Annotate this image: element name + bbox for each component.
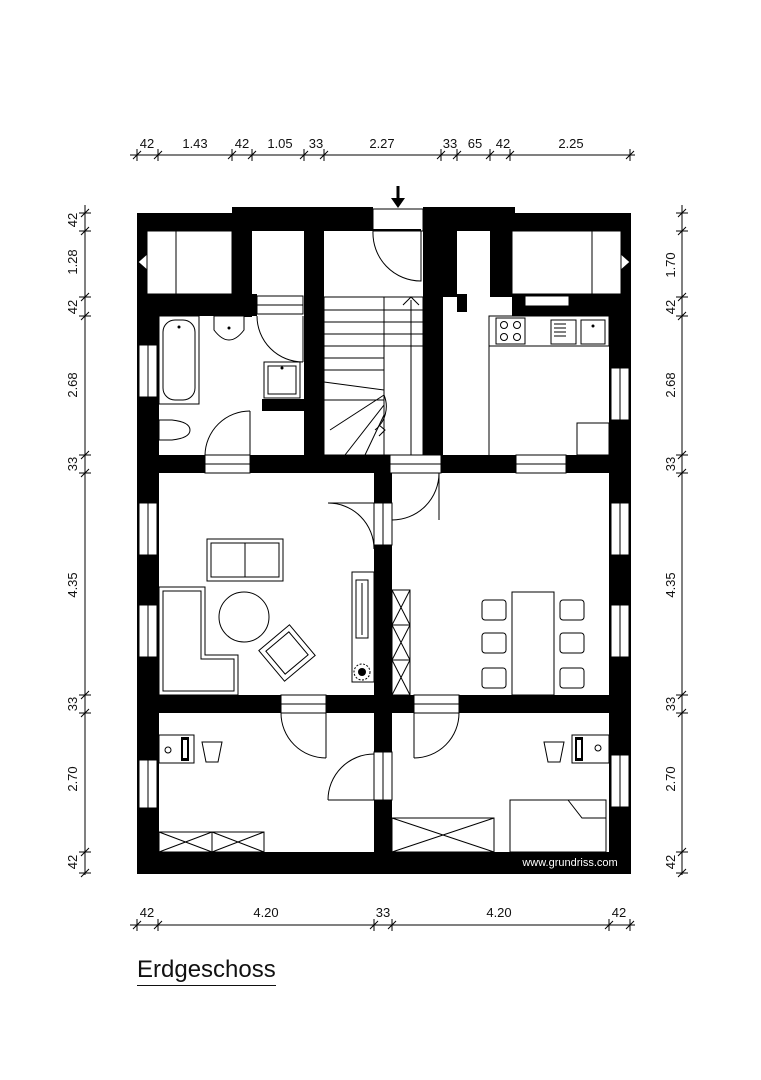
dim-top-3: 42 bbox=[235, 136, 249, 151]
dimension-tick bbox=[677, 450, 687, 460]
entrance bbox=[372, 186, 424, 282]
dimensions-bottom: 42 4.20 33 4.20 42 bbox=[140, 905, 626, 920]
balconies bbox=[137, 230, 631, 295]
walls bbox=[137, 207, 631, 874]
dimension-tick bbox=[80, 311, 90, 321]
dimension-tick bbox=[80, 868, 90, 878]
dimension-tick bbox=[452, 150, 462, 160]
dimension-tick bbox=[677, 847, 687, 857]
dimension-tick bbox=[677, 226, 687, 236]
dim-left-2: 1.28 bbox=[65, 249, 80, 274]
dim-left-8: 2.70 bbox=[65, 766, 80, 791]
dimension-tick bbox=[677, 292, 687, 302]
dim-right-1: 1.70 bbox=[663, 252, 678, 277]
dim-top-7: 33 bbox=[443, 136, 457, 151]
dim-right-5: 4.35 bbox=[663, 572, 678, 597]
dimension-tick bbox=[80, 847, 90, 857]
dimension-tick bbox=[80, 708, 90, 718]
dimension-tick bbox=[132, 920, 142, 930]
bedroom-left-furniture bbox=[158, 734, 393, 853]
dim-left-1: 42 bbox=[65, 213, 80, 227]
dimension-tick bbox=[677, 868, 687, 878]
dim-bottom-5: 42 bbox=[612, 905, 626, 920]
bedroom-right-furniture bbox=[391, 694, 610, 853]
dimension-tick bbox=[80, 208, 90, 218]
dimension-tick bbox=[153, 150, 163, 160]
dimension-tick bbox=[604, 920, 614, 930]
dim-top-4: 1.05 bbox=[267, 136, 292, 151]
dim-top-5: 33 bbox=[309, 136, 323, 151]
dimensions-right: 1.70 42 2.68 33 4.35 33 2.70 42 bbox=[663, 252, 678, 869]
page-title: Erdgeschoss bbox=[137, 956, 276, 986]
dim-right-2: 42 bbox=[663, 300, 678, 314]
dim-right-3: 2.68 bbox=[663, 372, 678, 397]
dim-right-8: 42 bbox=[663, 855, 678, 869]
staircase bbox=[323, 296, 442, 474]
credit-text: www.grundriss.com bbox=[521, 857, 617, 869]
dimension-tick bbox=[677, 708, 687, 718]
dim-left-5: 33 bbox=[65, 457, 80, 471]
dim-bottom-4: 4.20 bbox=[486, 905, 511, 920]
dim-right-4: 33 bbox=[663, 457, 678, 471]
dimension-tick bbox=[80, 226, 90, 236]
dimension-tick bbox=[80, 450, 90, 460]
dimension-tick bbox=[677, 311, 687, 321]
dimension-tick bbox=[319, 150, 329, 160]
dimension-tick bbox=[387, 920, 397, 930]
dim-top-8: 65 bbox=[468, 136, 482, 151]
dimension-tick bbox=[153, 920, 163, 930]
dim-top-1: 42 bbox=[140, 136, 154, 151]
dimensions-left: 42 1.28 42 2.68 33 4.35 33 2.70 42 bbox=[65, 213, 80, 869]
dimension-tick bbox=[625, 920, 635, 930]
dimensions-top: 42 1.43 42 1.05 33 2.27 33 65 42 2.25 bbox=[140, 136, 584, 151]
dim-left-4: 2.68 bbox=[65, 372, 80, 397]
dimension-tick bbox=[132, 150, 142, 160]
dim-left-3: 42 bbox=[65, 300, 80, 314]
dim-top-2: 1.43 bbox=[182, 136, 207, 151]
entrance-arrow-icon bbox=[391, 186, 405, 208]
dimension-tick bbox=[677, 468, 687, 478]
dim-bottom-1: 42 bbox=[140, 905, 154, 920]
kitchen-fixtures bbox=[488, 315, 610, 474]
dim-bottom-2: 4.20 bbox=[253, 905, 278, 920]
dimension-tick bbox=[369, 920, 379, 930]
dim-right-7: 2.70 bbox=[663, 766, 678, 791]
dimension-tick bbox=[505, 150, 515, 160]
dim-top-6: 2.27 bbox=[369, 136, 394, 151]
dimension-tick bbox=[299, 150, 309, 160]
dining-room-furniture bbox=[391, 589, 585, 696]
bathroom-fixtures bbox=[158, 315, 304, 474]
dimension-tick bbox=[436, 150, 446, 160]
dimension-tick bbox=[80, 690, 90, 700]
dim-left-9: 42 bbox=[65, 855, 80, 869]
dim-top-9: 42 bbox=[496, 136, 510, 151]
living-room-furniture bbox=[158, 472, 440, 759]
dim-left-6: 4.35 bbox=[65, 572, 80, 597]
plant-icon bbox=[353, 663, 371, 681]
dim-top-10: 2.25 bbox=[558, 136, 583, 151]
dimension-tick bbox=[677, 690, 687, 700]
dimension-tick bbox=[227, 150, 237, 160]
dimension-ticks bbox=[79, 149, 688, 931]
dimension-tick bbox=[247, 150, 257, 160]
dimension-tick bbox=[677, 208, 687, 218]
dim-left-7: 33 bbox=[65, 697, 80, 711]
windows bbox=[138, 295, 630, 809]
dimension-tick bbox=[80, 468, 90, 478]
dim-bottom-3: 33 bbox=[376, 905, 390, 920]
dim-right-6: 33 bbox=[663, 697, 678, 711]
dimension-tick bbox=[80, 292, 90, 302]
dimension-tick bbox=[485, 150, 495, 160]
dimension-tick bbox=[625, 150, 635, 160]
